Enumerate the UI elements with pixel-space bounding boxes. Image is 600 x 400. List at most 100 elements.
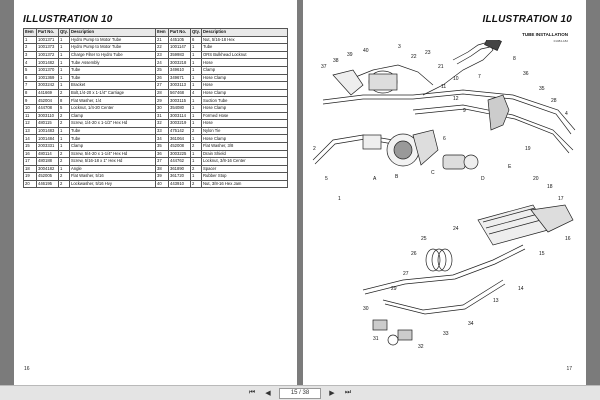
table-cell: 1 [58,65,70,75]
nav-first-icon[interactable]: ⏮ [248,389,256,396]
col-header: Item [23,28,37,37]
table-cell: Charge Filter to Hydro Tube [69,50,156,60]
parts-table: Item Part No. Qty. Description Item Part… [23,28,288,189]
table-cell: Bolt,1/4-20 x 1-1/4" Carriage [69,88,156,98]
table-cell: 14 [23,134,37,143]
diagram-callout: 38 [333,58,339,64]
table-cell: Hose Clamp [201,134,288,143]
page-number-input[interactable]: 15 / 38 [279,387,321,399]
diagram-callout: 12 [453,96,459,102]
table-cell: Clamp [69,111,156,121]
table-cell: 349610 [168,65,191,75]
diagram-callout: 31 [373,336,379,342]
table-cell: 1 [190,96,202,105]
diagram-callout: 22 [411,54,417,60]
table-cell: 452008 [168,141,191,151]
table-cell: 567468 [168,88,191,98]
table-cell: 1 [58,73,70,83]
table-cell: 32 [155,119,169,128]
table-cell: 1 [58,126,70,136]
table-cell: 1 [190,50,202,60]
nav-prev-icon[interactable]: ◀ [265,390,271,397]
table-cell: 18 [23,164,37,174]
table-cell: 10 [23,103,37,113]
table-cell: 40 [155,179,169,189]
table-cell: Spacer [201,164,288,174]
diagram-callout: 17 [558,196,564,202]
table-cell: 20 [23,179,37,189]
table-cell: 2 [190,179,202,189]
table-cell: 1 [190,81,202,90]
table-cell: Tube [69,73,156,83]
table-cell: Hose [201,58,288,67]
table-cell: 1 [190,134,202,143]
diagram-callout: 34 [468,321,474,327]
right-page: ILLUSTRATION 10 TUBE INSTALLATION 01084-… [303,0,586,386]
table-cell: 1 [58,50,70,60]
document-code: 01084-182 [553,39,568,43]
table-cell: 1 [58,81,70,90]
table-cell: 4 [23,58,37,67]
table-cell: Screw, 5/4-20 x 1-1/4" Hex Hd [69,149,156,159]
table-cell: Hose Clamp [201,88,288,98]
table-cell: Locknut, 1/4-20 Center [69,103,156,113]
table-cell: 2 [190,141,202,151]
table-cell: 30 [155,103,169,113]
table-cell: Tube Assembly [69,58,156,67]
diagram-callout: D [481,176,485,182]
table-cell: 28 [155,88,169,98]
table-cell: 359983 [168,50,191,60]
table-cell: 2 [23,43,37,52]
table-cell: 443910 [168,179,191,189]
page-navigation-toolbar: ⏮ ◀ 15 / 38 ▶ ⏭ [0,385,600,400]
diagram-callout: 5 [325,176,328,182]
table-cell: 34 [155,134,169,143]
diagram-callout: 25 [421,236,427,242]
table-cell: 444708 [36,103,59,113]
table-cell: 39 [155,172,169,181]
table-cell: 1 [58,134,70,143]
table-cell: Hydro Pump to Motor Tube [69,35,156,45]
diagram-callout: 27 [403,271,409,277]
table-cell: 441669 [36,88,59,98]
table-cell: 1001484 [36,134,59,143]
table-cell: 2 [190,126,202,136]
table-cell: 2 [58,88,70,98]
diagram-callout: C [431,170,435,176]
table-cell: 16 [23,149,37,159]
table-cell: 7 [23,81,37,90]
diagram-callout: 2 [313,146,316,152]
table-cell: 480115 [36,119,59,128]
table-cell: Nut, 5/16-18 Hex [201,35,288,45]
diagram-callout: 36 [523,71,529,77]
col-header: Part No. [168,28,191,37]
table-cell: 1 [190,103,202,113]
table-cell: 8 [58,96,70,105]
diagram-callout: 23 [425,50,431,56]
col-header: Item [155,28,169,37]
nav-next-icon[interactable]: ▶ [329,390,335,397]
table-cell: 1 [58,58,70,67]
table-cell: 8 [23,88,37,98]
table-cell: 5 [23,65,37,75]
diagram-callout: 19 [525,146,531,152]
table-cell: 1001482 [36,58,59,67]
table-cell: 1001369 [36,73,59,83]
diagram-callout: 18 [547,184,553,190]
table-cell: 1 [190,65,202,75]
table-cell: 6 [190,35,202,45]
table-cell: 445105 [168,35,191,45]
table-cell: Hose Clamp [201,73,288,83]
nav-last-icon[interactable]: ⏭ [344,389,352,396]
col-header: Qty. [58,28,70,37]
table-cell: Clamp [201,65,288,75]
